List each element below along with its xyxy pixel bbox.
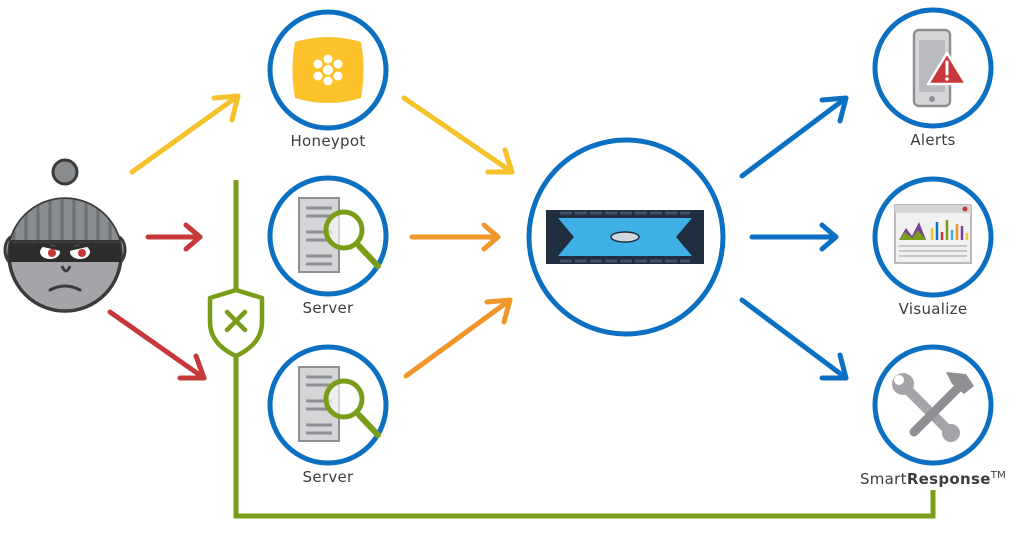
alerts-node [872, 7, 994, 129]
arrow-server-to-appliance [409, 222, 501, 252]
trademark-mark: TM [990, 470, 1007, 481]
arrow-attacker-to-server [145, 222, 203, 252]
smartresponse-node [872, 344, 994, 466]
server-label: Server [302, 299, 354, 317]
tools-icon [892, 372, 974, 442]
server-bottom-label: Server [302, 468, 354, 486]
dashboard-chart-icon [894, 204, 972, 264]
smartresponse-label-prefix: Smart [859, 470, 907, 488]
arrow-honeypot-to-appliance [401, 95, 515, 175]
arrow-appliance-to-visualize [749, 222, 839, 252]
arrow-server-bottom-to-appliance [403, 297, 513, 379]
honeypot-icon [292, 37, 364, 103]
server-node [267, 175, 389, 297]
server-search-icon [298, 197, 381, 273]
burglar-icon [3, 158, 127, 313]
alerts-label: Alerts [910, 131, 956, 149]
visualize-label: Visualize [898, 300, 968, 318]
honeypot-label: Honeypot [290, 132, 366, 150]
honeypot-node [267, 9, 389, 131]
server-search-icon [298, 366, 381, 442]
smartresponse-label: SmartResponseTM [860, 470, 1006, 488]
server-bottom-node [267, 344, 389, 466]
network-appliance-icon [546, 210, 704, 264]
shield-block-icon [207, 287, 265, 359]
visualize-node [872, 176, 994, 298]
appliance-node [526, 137, 726, 337]
mobile-alert-icon [912, 28, 968, 108]
arrow-attacker-to-server-bottom [107, 309, 207, 381]
arrow-appliance-to-smartresponse [739, 297, 849, 381]
smartresponse-label-bold: Response [906, 470, 991, 488]
arrow-attacker-to-honeypot [129, 93, 241, 175]
arrow-appliance-to-alerts [739, 95, 849, 179]
